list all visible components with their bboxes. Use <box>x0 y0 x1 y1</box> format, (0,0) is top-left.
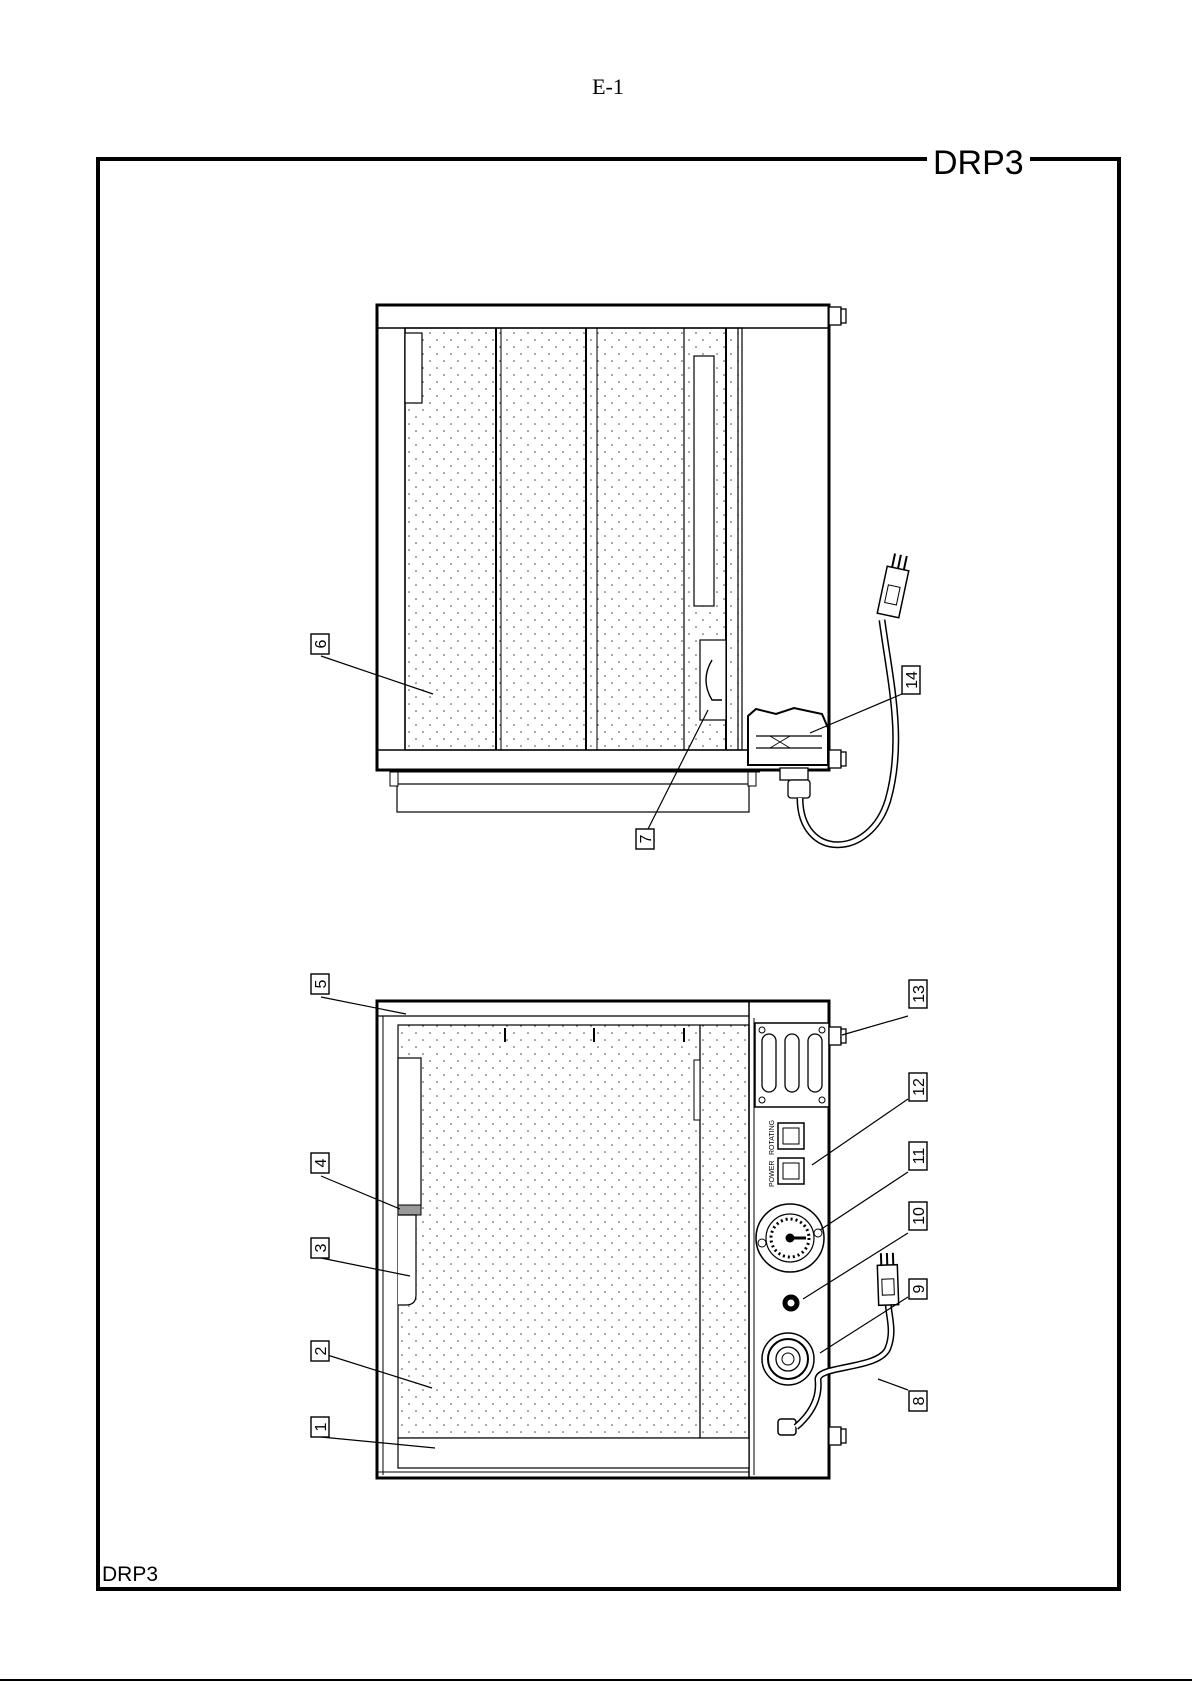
callout-10: 10 <box>909 1202 928 1230</box>
front-view: POWER ROTATING <box>377 1001 899 1478</box>
callout-7: 7 <box>636 829 655 849</box>
callout-5: 5 <box>311 974 330 994</box>
callout-14: 14 <box>902 666 921 694</box>
callout-11: 11 <box>909 1142 928 1170</box>
callout-3: 3 <box>311 1238 330 1258</box>
callout-12: 12 <box>909 1073 928 1101</box>
callout-8: 8 <box>909 1391 928 1411</box>
handle-hinge <box>398 1205 421 1215</box>
svg-text:12: 12 <box>911 1078 928 1096</box>
svg-text:8: 8 <box>911 1396 928 1405</box>
svg-text:11: 11 <box>911 1148 928 1165</box>
callout-9: 9 <box>909 1279 928 1299</box>
callout-2: 2 <box>311 1341 330 1361</box>
front-tray <box>397 784 749 812</box>
svg-text:3: 3 <box>313 1243 330 1252</box>
upper-bracket <box>405 333 422 403</box>
vent-grille <box>755 1023 829 1107</box>
svg-text:13: 13 <box>911 985 928 1003</box>
hinge-bracket <box>700 640 726 720</box>
svg-text:10: 10 <box>911 1207 928 1225</box>
svg-text:14: 14 <box>904 671 921 689</box>
door-handle <box>398 1058 421 1208</box>
glass-area <box>405 328 742 750</box>
cord-grommet <box>778 1419 796 1435</box>
callout-13: 13 <box>909 980 928 1008</box>
rotating-switch-label: ROTATING <box>769 1120 776 1155</box>
svg-text:5: 5 <box>313 979 330 988</box>
bottom-panel <box>398 1438 749 1468</box>
svg-text:6: 6 <box>313 639 330 648</box>
side-rail <box>694 356 714 606</box>
svg-text:7: 7 <box>638 834 655 843</box>
handle-grip <box>398 1215 416 1305</box>
callout-6: 6 <box>311 634 330 654</box>
svg-text:4: 4 <box>313 1158 330 1167</box>
callout-1: 1 <box>311 1417 330 1437</box>
callout-4: 4 <box>311 1153 330 1173</box>
svg-text:9: 9 <box>911 1284 928 1293</box>
svg-text:2: 2 <box>313 1346 330 1355</box>
top-view <box>377 305 912 845</box>
bottom-rule <box>0 1679 1192 1681</box>
plug-top <box>877 553 911 618</box>
power-switch-label: POWER <box>769 1161 776 1187</box>
svg-text:1: 1 <box>313 1422 330 1431</box>
plug-front <box>877 1253 899 1306</box>
